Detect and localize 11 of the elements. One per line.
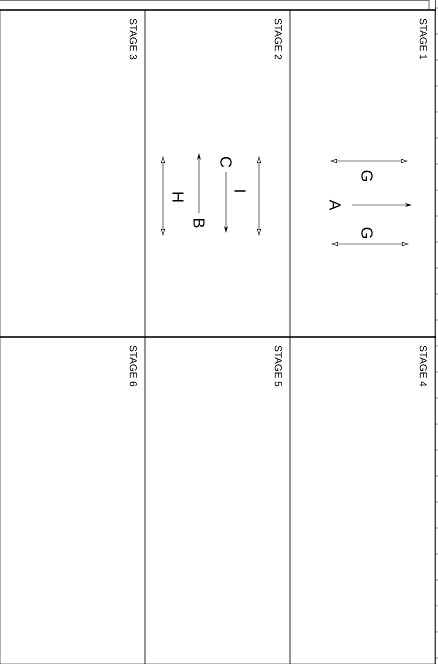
force-label: H [172, 190, 184, 204]
stage-cell: STAGE 5 [144, 336, 290, 664]
force-label: G [360, 168, 374, 184]
force-label: C [219, 155, 233, 169]
stage-cell: STAGE 3 [0, 10, 146, 338]
stage-cell: STAGE 6 [0, 336, 146, 664]
force-label: B [192, 216, 206, 230]
stage-cell: STAGE 4 [290, 336, 436, 664]
force-label: G [360, 226, 374, 240]
force-label: A [328, 198, 342, 212]
force-label: I [234, 188, 246, 194]
